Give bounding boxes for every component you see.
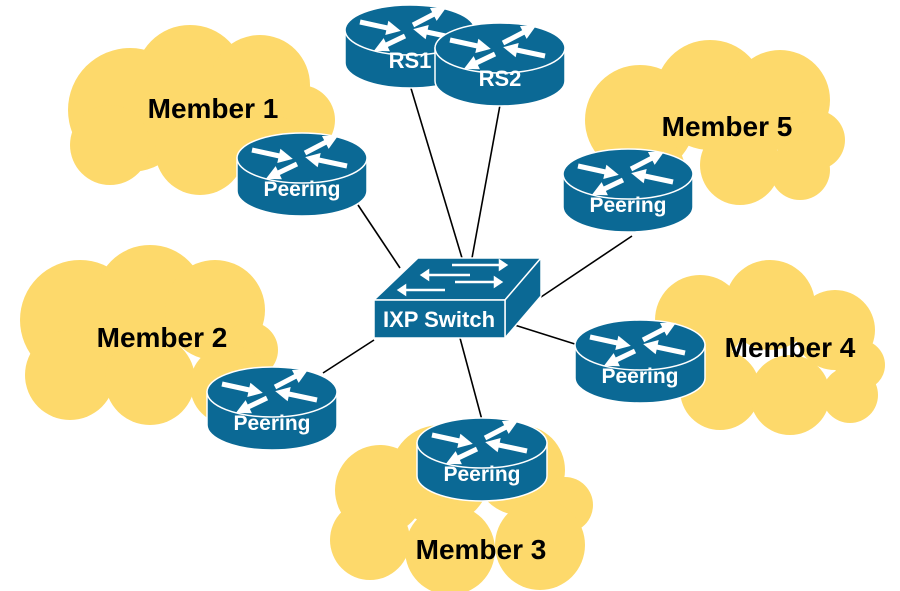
router-arrows-icon <box>577 151 674 196</box>
ixp-switch: IXP Switch <box>372 255 543 341</box>
member-label: Member 3 <box>416 534 547 565</box>
link-line <box>471 104 501 259</box>
peering-router-m2: Peering <box>206 366 338 451</box>
link-line <box>357 204 401 269</box>
route-server-rs2: RS2 <box>434 22 566 107</box>
router-label: Peering <box>233 412 310 435</box>
member-label: Member 4 <box>725 332 856 363</box>
router-label: Peering <box>601 365 678 388</box>
router-arrows-icon <box>431 420 528 465</box>
router-arrows-icon <box>589 322 686 367</box>
router-arrows-icon <box>449 25 546 70</box>
router-label: Peering <box>263 178 340 201</box>
link-line <box>322 339 375 374</box>
member-cloud-m4 <box>655 260 885 435</box>
router-label: Peering <box>443 463 520 486</box>
link-line <box>540 235 633 298</box>
member-label: Member 1 <box>148 93 279 124</box>
router-label: RS2 <box>479 66 522 91</box>
link-line <box>409 84 463 259</box>
member-label: Member 5 <box>662 111 793 142</box>
router-arrows-icon <box>221 369 318 414</box>
switch-label: IXP Switch <box>383 307 495 332</box>
router-arrows-icon <box>251 135 348 180</box>
router-label: Peering <box>589 194 666 217</box>
link-line <box>504 321 579 346</box>
peering-router-m5: Peering <box>562 148 694 233</box>
peering-router-m1: Peering <box>236 132 368 217</box>
switch-arrows-icon <box>396 258 509 297</box>
router-label: RS1 <box>389 48 432 73</box>
member-cloud-m5 <box>585 40 845 205</box>
peering-router-m4: Peering <box>574 319 706 404</box>
member-label: Member 2 <box>97 322 228 353</box>
peering-router-m3: Peering <box>416 417 548 502</box>
link-line <box>459 337 483 421</box>
